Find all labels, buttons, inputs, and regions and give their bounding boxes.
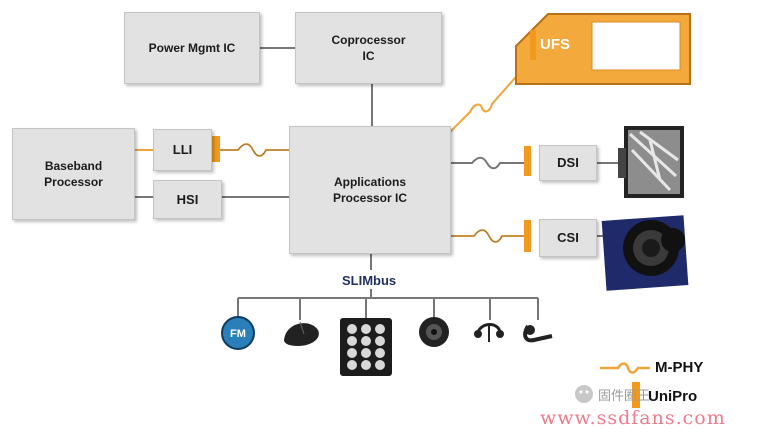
mouse-icon (284, 321, 319, 346)
coprocessor-ic-label: Coprocessor IC (331, 32, 406, 63)
headset-icon (523, 324, 553, 343)
csi-block: CSI (539, 219, 597, 257)
baseband-processor-label: Baseband Processor (44, 158, 103, 189)
earphone-icon (474, 323, 504, 342)
dsi-line (450, 156, 524, 170)
dsi-unipro-marker (524, 146, 531, 176)
hsi-label: HSI (176, 191, 199, 207)
speaker-icon (419, 317, 449, 347)
legend-unipro-label: UniPro (648, 388, 698, 405)
hsi-block: HSI (153, 180, 222, 219)
ufs-label: UFS (540, 36, 570, 53)
dsi-block: DSI (539, 145, 597, 181)
keypad-icon (340, 318, 392, 376)
legend-unipro-swatch (632, 382, 640, 408)
fm-radio-icon: FM (221, 316, 255, 350)
lli-label: LLI (172, 142, 193, 158)
legend-mphy-swatch (600, 362, 650, 374)
wechat-icon (575, 385, 593, 403)
baseband-processor-block: Baseband Processor (12, 128, 135, 220)
power-mgmt-ic-label: Power Mgmt IC (148, 40, 236, 55)
wechat-name: 固件圈王 (598, 388, 651, 403)
legend-mphy-label: M-PHY (655, 359, 704, 376)
ufs-card-icon (515, 13, 691, 85)
svg-text:FM: FM (230, 328, 246, 340)
slimbus-label: SLIMbus (342, 273, 397, 288)
csi-label: CSI (557, 230, 579, 246)
lli-block: LLI (153, 129, 212, 171)
dsi-label: DSI (557, 155, 579, 171)
watermark-text: www.ssdfans.com (540, 407, 726, 429)
coprocessor-ic-block: Coprocessor IC (295, 12, 442, 84)
power-mgmt-ic-block: Power Mgmt IC (124, 12, 260, 84)
applications-processor-block: Applications Processor IC (289, 126, 451, 254)
csi-unipro-marker (524, 220, 531, 252)
camera-module-icon (601, 215, 689, 291)
display-icon (618, 126, 684, 198)
applications-processor-label: Applications Processor IC (332, 174, 408, 205)
lli-unipro-marker (212, 136, 220, 162)
ufs-mphy-line (449, 69, 523, 133)
